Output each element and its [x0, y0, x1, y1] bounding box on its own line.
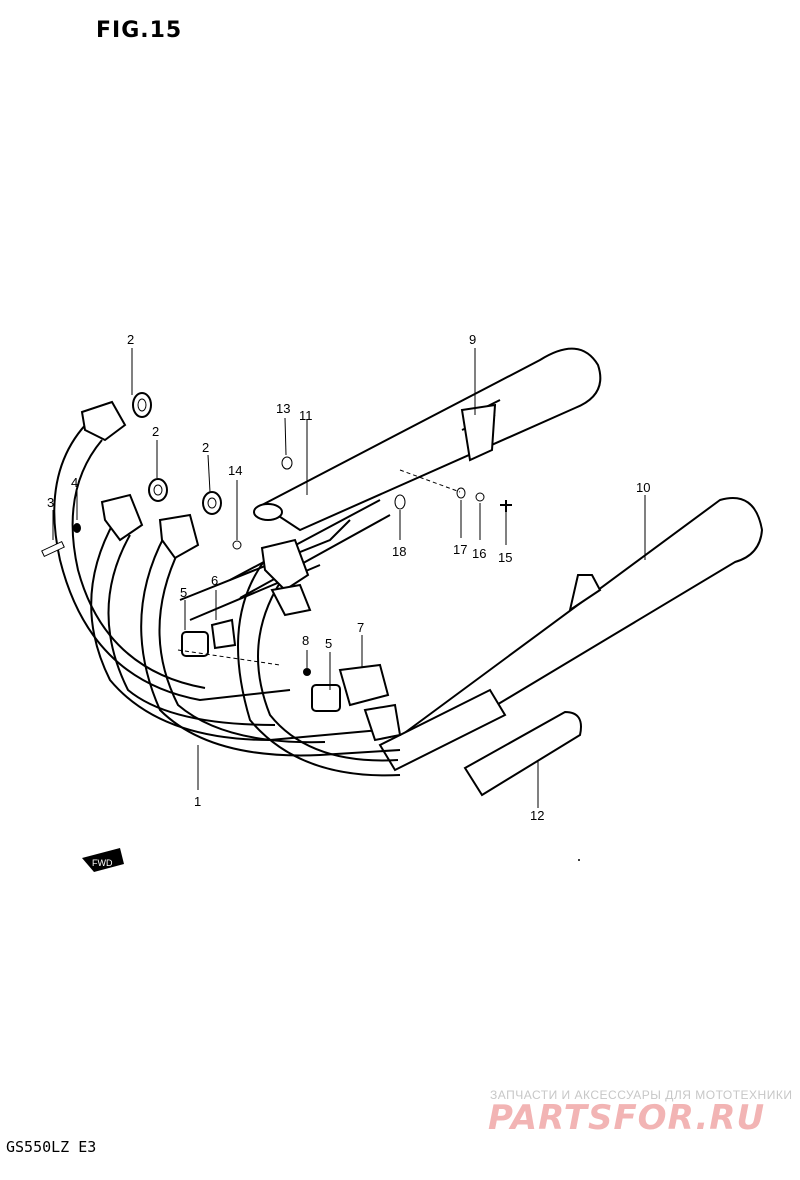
callout-2-middle: 2	[152, 424, 159, 439]
callout-18: 18	[392, 544, 406, 559]
callouts: 2 2 2 3 4 13 11 14 9 18 17 16 15 10 5 6 …	[47, 332, 650, 823]
model-code: GS550LZ E3	[6, 1138, 97, 1156]
callout-2-right: 2	[202, 440, 209, 455]
callout-6: 6	[211, 573, 218, 588]
figure-title: FIG.15	[96, 18, 183, 43]
callout-4: 4	[71, 475, 78, 490]
callout-9: 9	[469, 332, 476, 347]
callout-3: 3	[47, 495, 54, 510]
callout-11: 11	[299, 408, 313, 423]
callout-7: 7	[357, 620, 364, 635]
callout-12: 12	[530, 808, 544, 823]
callout-10: 10	[636, 480, 650, 495]
pipe-12	[463, 710, 582, 797]
fwd-arrow-icon: FWD	[82, 848, 124, 872]
gaskets	[132, 392, 222, 515]
callout-13: 13	[276, 401, 290, 416]
callout-1: 1	[194, 794, 201, 809]
fwd-label: FWD	[92, 858, 113, 868]
hardware	[41, 456, 512, 712]
callout-16: 16	[472, 546, 486, 561]
leader-lines	[52, 348, 646, 808]
upper-muffler	[253, 347, 602, 532]
callout-8: 8	[302, 633, 309, 648]
flanges	[80, 400, 402, 742]
lower-muffler	[378, 497, 764, 772]
callout-14: 14	[228, 463, 242, 478]
header-pipes	[53, 419, 401, 777]
callout-15: 15	[498, 550, 512, 565]
callout-5-right: 5	[325, 636, 332, 651]
callout-5-left: 5	[180, 585, 187, 600]
watermark-tagline: ЗАПЧАСТИ И АКСЕССУАРЫ ДЛЯ МОТОТЕХНИКИ	[490, 1088, 793, 1102]
watermark-logo[interactable]: PARTSFOR.RU	[488, 1098, 766, 1138]
callout-17: 17	[453, 542, 467, 557]
callout-2-upper: 2	[127, 332, 134, 347]
